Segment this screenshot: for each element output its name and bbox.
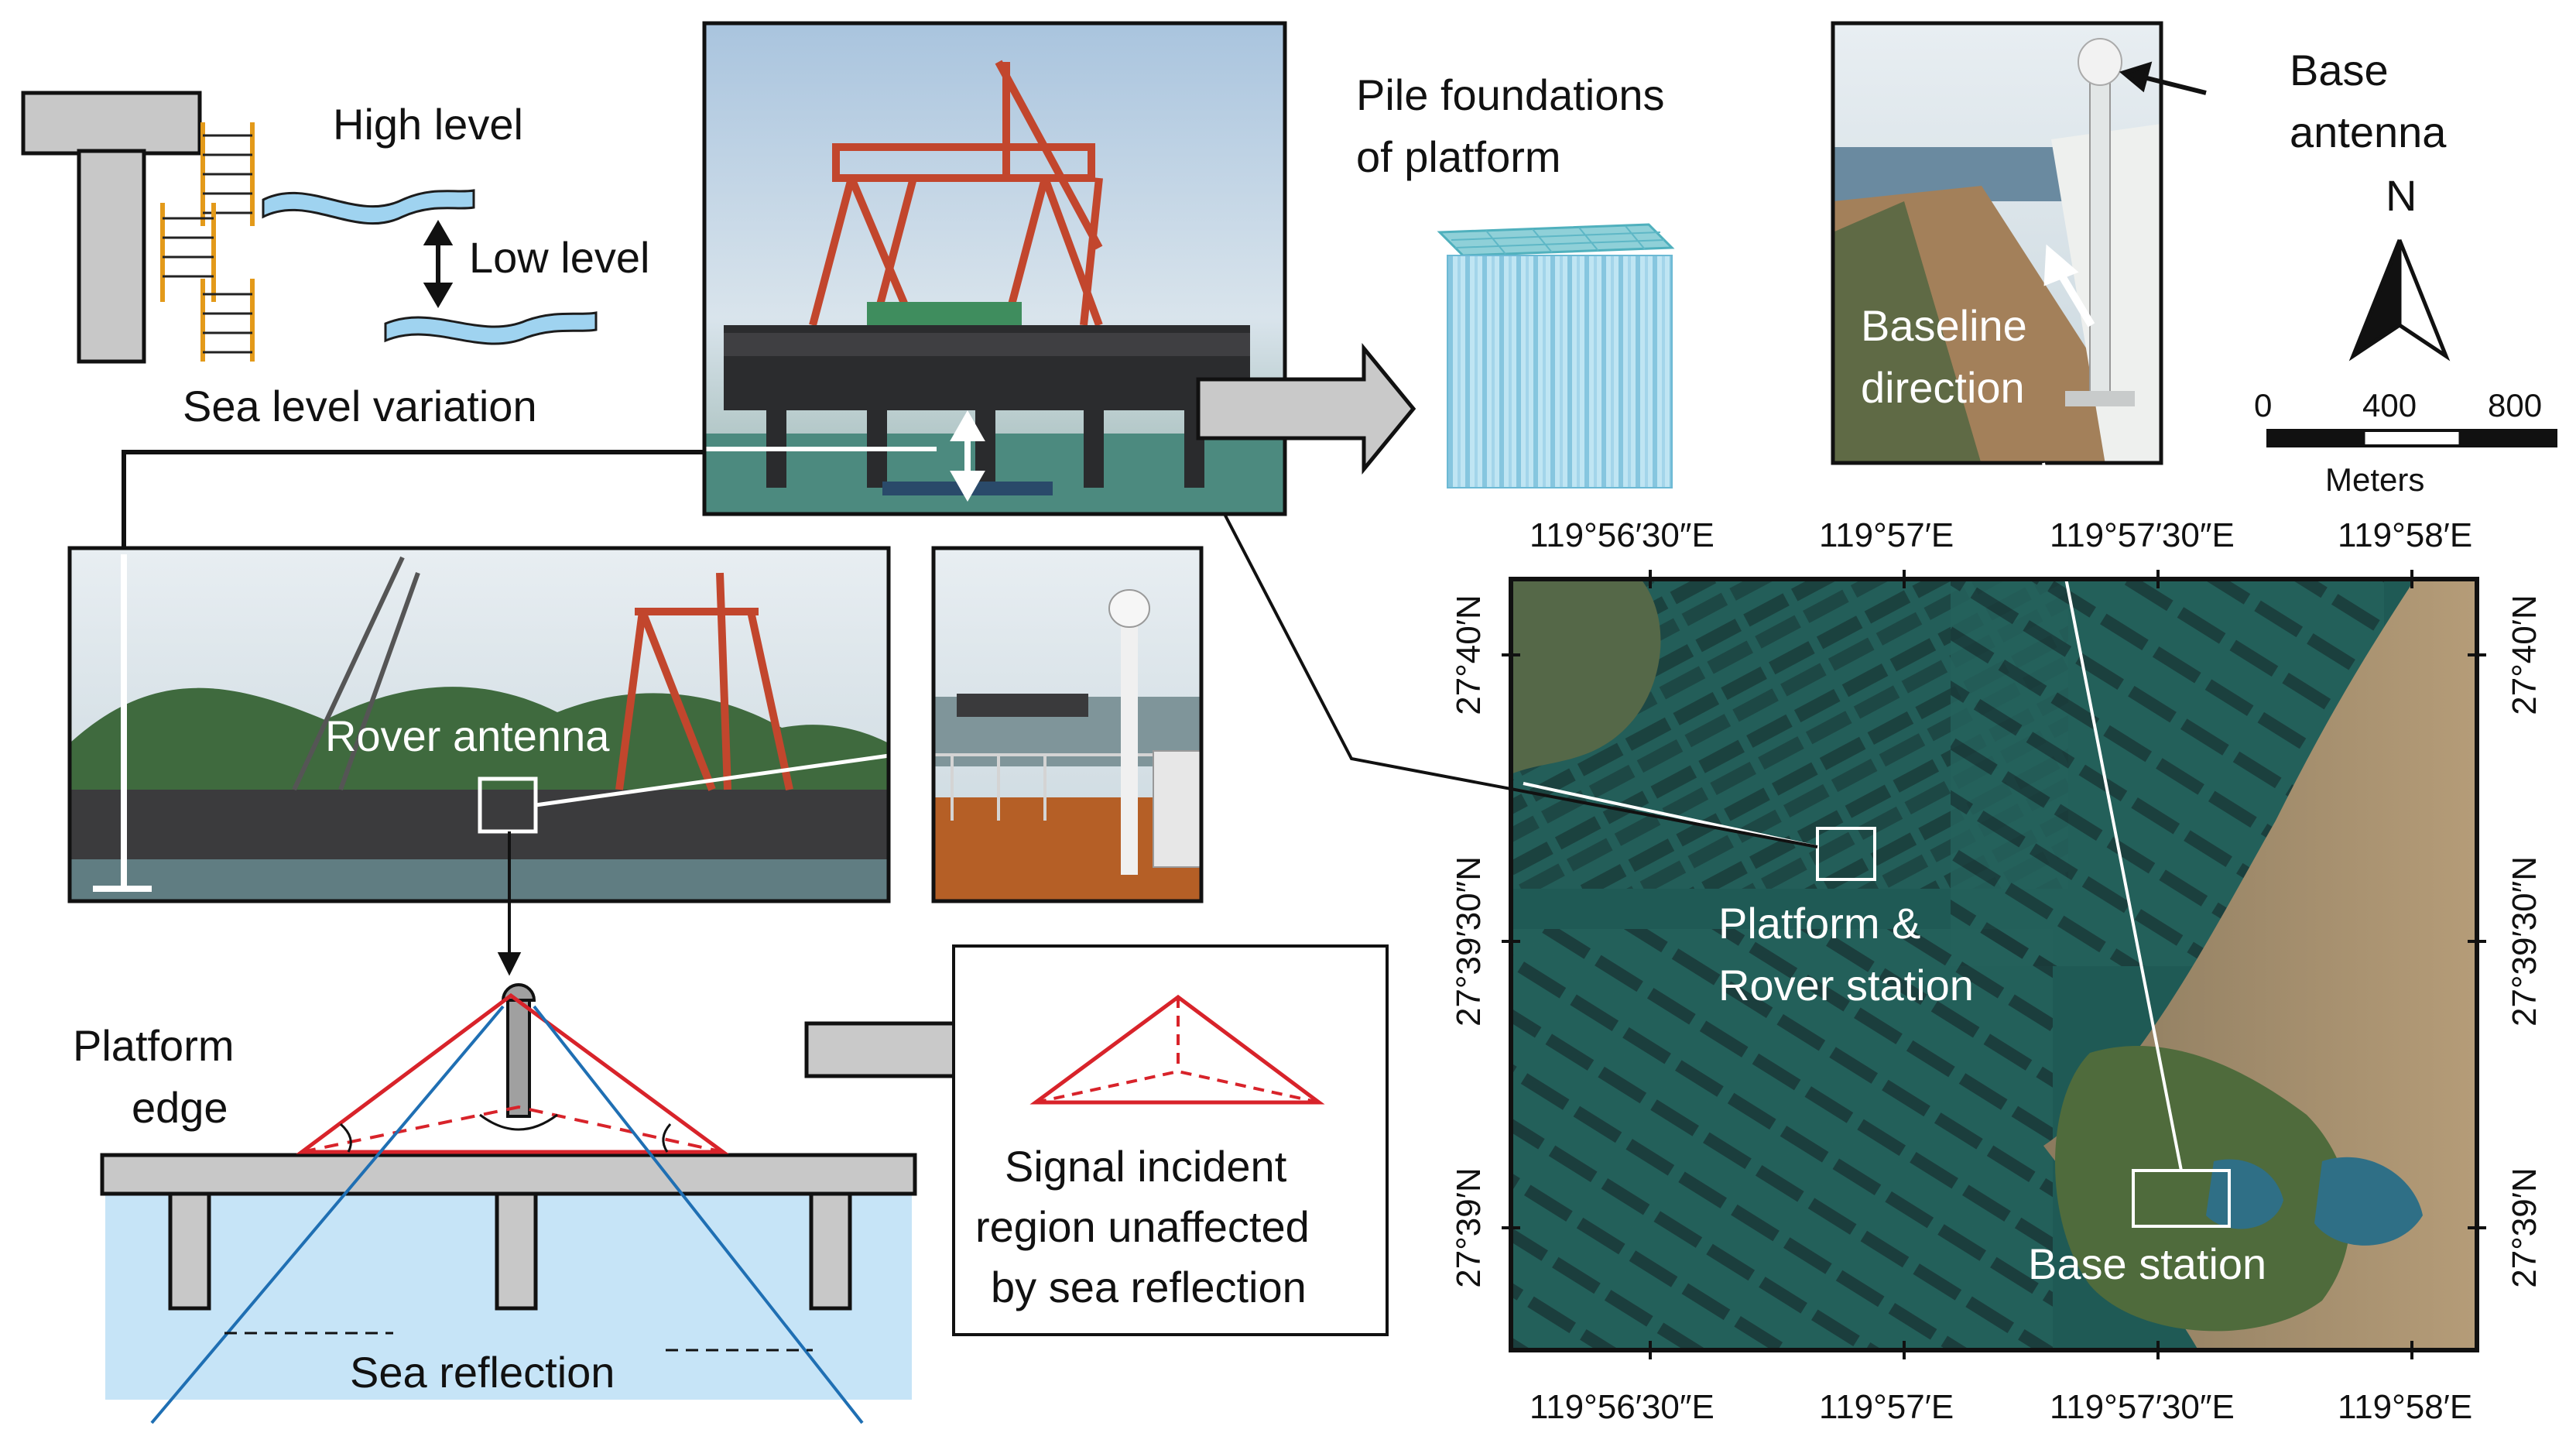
scale-tick-0: 0	[2254, 387, 2272, 423]
sea-level-sketch: High level Low level Sea level variation	[21, 91, 649, 430]
platform-rover-label-line2: Rover station	[1718, 961, 1974, 1010]
pile-caption-line2: of platform	[1356, 132, 1561, 181]
bottom-lon-2: 119°57′E	[1819, 1388, 1954, 1426]
incident-region-outline	[296, 992, 729, 1154]
top-lon-3: 119°57′30″E	[2050, 516, 2235, 554]
baseline-direction-arrow	[2043, 244, 2095, 327]
low-wave	[384, 311, 598, 345]
high-wave	[262, 189, 475, 225]
sea-level-caption: Sea level variation	[183, 382, 537, 430]
gantry-platform-photo	[702, 21, 1287, 516]
base-antenna-label-line2: antenna	[2290, 108, 2447, 156]
high-level-label: High level	[333, 100, 523, 149]
incident-region-legend: Signal incident region unaffected by sea…	[952, 944, 1389, 1336]
ladder-middle	[160, 203, 216, 302]
scale-tick-800: 800	[2488, 387, 2542, 423]
level-change-arrow	[423, 220, 454, 308]
north-label: N	[2386, 171, 2417, 220]
pile-foundation-model: Pile foundations of platform	[1356, 70, 1675, 488]
baseline-label-line1: Baseline	[1861, 301, 2027, 350]
sea-reflection-label: Sea reflection	[350, 1348, 615, 1397]
bottom-lon-4: 119°58′E	[2338, 1388, 2472, 1426]
ladder-upper	[200, 122, 255, 226]
platform-wide-photo: Rover antenna	[67, 546, 934, 903]
base-antenna-label-line1: Base	[2290, 46, 2389, 94]
platform-deck	[100, 1153, 917, 1196]
pile-caption-line1: Pile foundations	[1356, 70, 1665, 119]
right-lat-1: 27°40′N	[2506, 595, 2543, 715]
right-lat-2: 27°39′30″N	[2506, 856, 2543, 1027]
top-lon-1: 119°56′30″E	[1530, 516, 1714, 554]
base-station-label: Base station	[2028, 1239, 2266, 1288]
bottom-lon-3: 119°57′30″E	[2050, 1388, 2235, 1426]
low-level-label: Low level	[469, 233, 649, 282]
bottom-lon-1: 119°56′30″E	[1530, 1388, 1714, 1426]
base-antenna-photo: Baseline direction	[1831, 21, 2207, 465]
scale-tick-400: 400	[2362, 387, 2417, 423]
top-lon-4: 119°58′E	[2338, 516, 2472, 554]
right-lat-3: 27°39′N	[2506, 1167, 2543, 1288]
legend-line3: by sea reflection	[991, 1263, 1307, 1311]
signal-rays	[150, 1005, 864, 1424]
platform-rover-label-line1: Platform &	[1718, 899, 1920, 948]
rover-antenna-photo	[931, 546, 1204, 903]
rover-to-diagram-arrow	[497, 831, 522, 976]
left-lat-1: 27°40′N	[1450, 595, 1488, 715]
platform-edge-line2: edge	[132, 1083, 228, 1132]
signal-diagram: Platform edge Sea reflection	[73, 983, 917, 1424]
pier-deck	[21, 91, 202, 156]
left-lat-2: 27°39′30″N	[1450, 856, 1488, 1027]
top-lon-2: 119°57′E	[1819, 516, 1954, 554]
legend-line2: region unaffected	[975, 1202, 1310, 1251]
scale-bar: 0 400 800 Meters	[2254, 387, 2557, 498]
pier-column	[77, 149, 146, 364]
base-antenna-pointer	[2119, 61, 2207, 95]
reflection-lines	[224, 1332, 813, 1352]
connector-sketch-to-photo	[122, 450, 708, 554]
platform-edge-line1: Platform	[73, 1021, 235, 1070]
scale-unit: Meters	[2325, 461, 2424, 498]
rover-antenna-label: Rover antenna	[325, 711, 610, 760]
antenna-mast	[506, 997, 531, 1118]
satellite-map: Platform & Rover station Base station 11…	[1450, 462, 2543, 1426]
baseline-label-line2: direction	[1861, 363, 2025, 412]
legend-line1: Signal incident	[1005, 1142, 1287, 1191]
platform-legs	[168, 1190, 852, 1311]
left-lat-3: 27°39′N	[1450, 1167, 1488, 1288]
north-arrow-icon: N	[2348, 171, 2451, 362]
rover-station-box	[1816, 827, 1876, 881]
ladder-lower	[200, 279, 255, 362]
connector-photo-to-map	[1223, 513, 1818, 848]
arrow-to-pile	[1196, 343, 1416, 475]
